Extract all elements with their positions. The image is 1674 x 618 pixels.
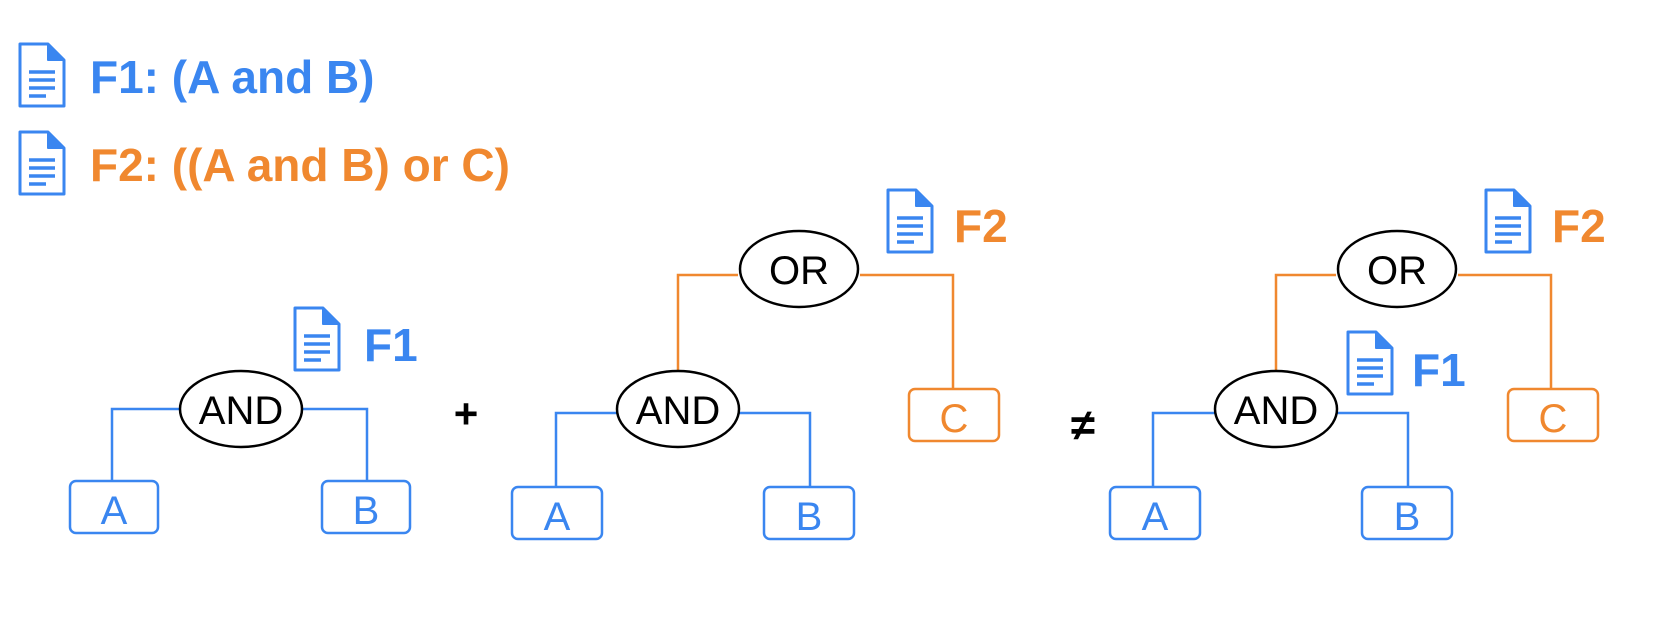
leaf-a: [510, 485, 604, 541]
document-icon: [1484, 188, 1532, 254]
document-icon: [293, 306, 341, 372]
leaf-a: [68, 479, 160, 535]
leaf-a: [1108, 485, 1202, 541]
leaf-a-label: A: [544, 495, 571, 539]
and-node: [615, 369, 741, 449]
and-node-label: AND: [199, 389, 283, 433]
edge-or-c: [1458, 273, 1553, 389]
tree-f2-with-f1: OR AND A B C F2 F1: [1108, 188, 1606, 541]
leaf-b: [320, 479, 412, 535]
tag-f2: F2: [954, 200, 1008, 252]
not-equal-operator: ≠: [1071, 401, 1095, 450]
tag-f1: F1: [1412, 344, 1466, 396]
edge-and-a: [554, 411, 618, 487]
or-node: [738, 229, 860, 309]
edge-or-and: [1274, 273, 1336, 409]
leaf-b-label: B: [353, 489, 380, 533]
and-node-label: AND: [1234, 389, 1318, 433]
edge-and-b: [303, 407, 369, 481]
legend-f1-text: F1: (A and B): [90, 51, 375, 103]
leaf-c-label: C: [940, 397, 969, 441]
tree-f2: OR AND A B C F2: [510, 188, 1008, 541]
tree-f1: AND A B F1: [68, 306, 418, 535]
leaf-c: [907, 387, 1001, 443]
and-node-label: AND: [636, 389, 720, 433]
document-icon: [18, 42, 66, 108]
edge-and-b: [738, 411, 812, 487]
document-icon: [886, 188, 934, 254]
tag-f2: F2: [1552, 200, 1606, 252]
and-node: [1213, 369, 1339, 449]
legend-f2-text: F2: ((A and B) or C): [90, 139, 510, 191]
edge-and-b: [1336, 411, 1410, 487]
or-node-label: OR: [1367, 249, 1427, 293]
legend-f2: F2: ((A and B) or C): [18, 130, 510, 196]
edge-and-a: [110, 407, 180, 481]
tag-f1: F1: [364, 319, 418, 371]
leaf-a-label: A: [101, 489, 128, 533]
and-node: [178, 369, 304, 449]
leaf-b: [762, 485, 856, 541]
leaf-c: [1506, 387, 1600, 443]
document-icon: [18, 130, 66, 196]
leaf-b-label: B: [796, 495, 823, 539]
edge-and-a: [1151, 411, 1215, 487]
or-node: [1336, 229, 1458, 309]
leaf-c-label: C: [1539, 397, 1568, 441]
leaf-a-label: A: [1142, 495, 1169, 539]
leaf-b-label: B: [1394, 495, 1421, 539]
plus-operator: +: [454, 390, 479, 437]
document-icon: [1346, 330, 1394, 396]
edge-or-and: [676, 273, 738, 409]
leaf-b: [1360, 485, 1454, 541]
legend-f1: F1: (A and B): [18, 42, 375, 108]
edge-or-c: [860, 273, 955, 389]
or-node-label: OR: [769, 249, 829, 293]
